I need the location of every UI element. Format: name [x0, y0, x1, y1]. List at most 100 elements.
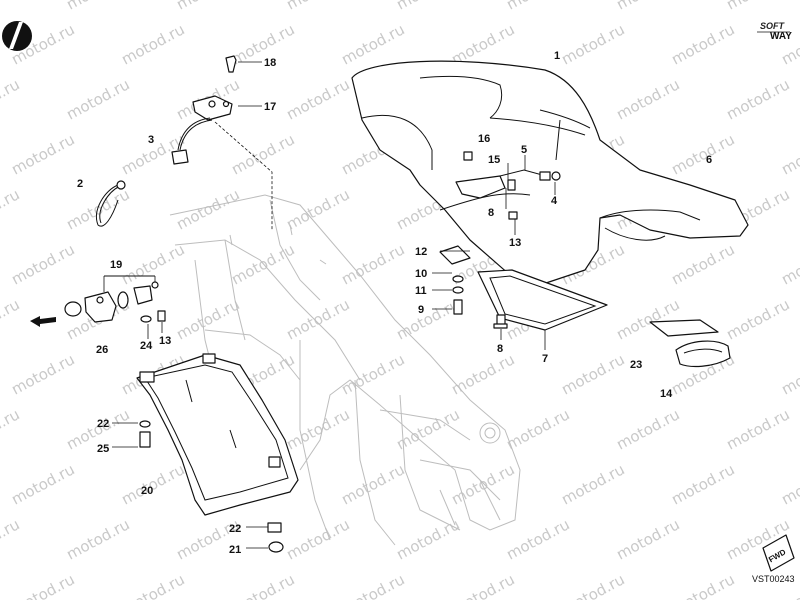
watermark-text: motod.ru [228, 570, 297, 600]
watermark-text: motod.ru [613, 515, 682, 563]
watermark-text: motod.ru [118, 570, 187, 600]
callout-6: 6 [706, 154, 712, 166]
watermark-text: motod.ru [613, 295, 682, 343]
watermark-text: motod.ru [503, 515, 572, 563]
watermark-text: motod.ru [173, 295, 242, 343]
watermark-text: motod.ru [668, 20, 737, 68]
side-cover-panel [136, 353, 299, 516]
watermark-text: motod.ru [613, 75, 682, 123]
latch-cable [171, 55, 273, 230]
callout-7: 7 [542, 353, 548, 365]
callout-10: 10 [415, 268, 427, 280]
watermark-text: motod.ru [558, 350, 627, 398]
watermark-text: motod.ru [668, 570, 737, 600]
watermark-text: motod.ru [723, 75, 792, 123]
watermark-text: motod.ru [778, 350, 800, 398]
callout-17: 17 [264, 101, 276, 113]
watermark-text: motod.ru [63, 75, 132, 123]
callout-20: 20 [141, 485, 153, 497]
watermark-text: motod.ru [393, 515, 462, 563]
watermark-text: motod.ru [0, 295, 23, 343]
watermark-text: motod.ru [0, 515, 23, 563]
watermark-text: motod.ru [558, 20, 627, 68]
brand-mark: SOFT WAY [757, 21, 792, 42]
screw-stack [439, 245, 508, 329]
watermark-text: motod.ru [338, 460, 407, 508]
callout-13-seat: 13 [509, 237, 521, 249]
callout-18: 18 [264, 57, 276, 69]
watermark-text: motod.ru [8, 460, 77, 508]
watermark-text: motod.ru [283, 75, 352, 123]
watermark-text: motod.ru [0, 405, 23, 453]
watermark-text: motod.ru [558, 570, 627, 600]
watermark-text: motod.ru [8, 570, 77, 600]
watermark-text: motod.ru [283, 405, 352, 453]
callout-11: 11 [415, 285, 427, 297]
watermark-text: motod.ru [393, 295, 462, 343]
watermark-text: motod.ru [668, 240, 737, 288]
callout-22-bottom: 22 [229, 523, 241, 535]
callout-1: 1 [554, 50, 560, 62]
watermark-text: motod.ru [0, 75, 23, 123]
watermark-text: motod.ru [283, 0, 352, 14]
watermark-text: motod.ru [8, 240, 77, 288]
helmet-cable-strap [96, 180, 126, 227]
frame-ghost-outline [169, 194, 521, 546]
callout-24: 24 [140, 340, 153, 352]
watermark-text: motod.ru [613, 405, 682, 453]
watermark-text: motod.ru [173, 0, 242, 14]
watermark-text: motod.ru [503, 405, 572, 453]
callout-22-top: 22 [97, 418, 109, 430]
callout-8-bottom: 8 [497, 343, 503, 355]
forward-arrow-icon [30, 316, 56, 327]
logo-icon [2, 21, 32, 51]
watermark-text: motod.ru [0, 0, 23, 14]
watermark-text: motod.ru [0, 185, 23, 233]
watermark-text: motod.ru [8, 350, 77, 398]
lock-cylinder-assembly [64, 275, 166, 323]
callout-25: 25 [97, 443, 109, 455]
callout-23: 23 [630, 359, 642, 371]
brand-line2: WAY [770, 31, 792, 42]
callout-21: 21 [229, 544, 241, 556]
callout-12: 12 [415, 246, 427, 258]
callout-2: 2 [77, 178, 83, 190]
watermark-text: motod.ru [63, 515, 132, 563]
watermark-text: motod.ru [63, 185, 132, 233]
brand-line1: SOFT [760, 21, 786, 31]
watermark-text: motod.ru [503, 0, 572, 14]
drawing-reference: VST00243 [752, 574, 795, 584]
callout-14: 14 [660, 388, 673, 400]
watermark-text: motod.ru [173, 185, 242, 233]
callout-16: 16 [478, 133, 490, 145]
watermark-text: motod.ru [668, 130, 737, 178]
watermark-text: motod.ru [118, 20, 187, 68]
watermark-text: motod.ru [668, 460, 737, 508]
callout-26: 26 [96, 344, 108, 356]
watermark-text: motod.ru [448, 570, 517, 600]
watermark-text: motod.ru [228, 130, 297, 178]
watermark-text: motod.ru [338, 350, 407, 398]
callout-13-lock: 13 [159, 335, 171, 347]
watermark-text: motod.ru [8, 130, 77, 178]
fwd-badge-icon: FWD [762, 534, 795, 572]
watermark-text: motod.ru [778, 460, 800, 508]
callout-numbers: 1 2 3 4 5 6 7 8 8 9 10 11 12 13 13 14 15… [77, 50, 712, 556]
watermark-text: motod.ru [778, 130, 800, 178]
watermark-text: motod.ru [723, 405, 792, 453]
watermark-text: motod.ru [118, 240, 187, 288]
watermark-text: motod.ru [393, 0, 462, 14]
watermark-text: motod.ru [558, 460, 627, 508]
watermark-text: motod.ru [338, 240, 407, 288]
callout-5: 5 [521, 144, 527, 156]
watermark-text: motod.ru [448, 350, 517, 398]
callout-4: 4 [551, 195, 558, 207]
watermark-text: motod.ru [63, 0, 132, 14]
callout-15: 15 [488, 154, 500, 166]
watermark-text: motod.ru [723, 295, 792, 343]
callout-3: 3 [148, 134, 154, 146]
seat-tray [477, 269, 608, 331]
seat-lock-bracket [455, 151, 561, 220]
watermark-text: motod.ru [723, 0, 792, 14]
